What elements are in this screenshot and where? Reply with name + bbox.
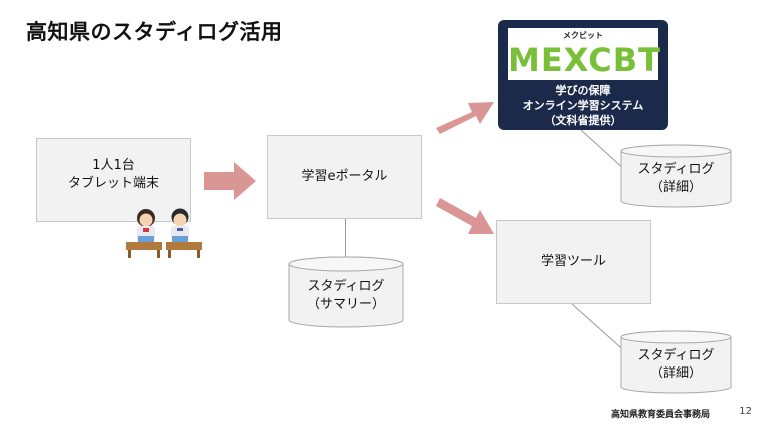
- arrow-up-right-icon: [436, 102, 494, 134]
- detail-db-line1: スタディログ: [637, 162, 715, 177]
- arrow-right-icon: [204, 162, 256, 200]
- tablet-label-line2: タブレット端末: [67, 176, 159, 191]
- portal-box: 学習eポータル: [267, 135, 422, 219]
- connector-line: [571, 303, 629, 355]
- page-number: 12: [739, 406, 752, 417]
- mexcbt-logo: メクビット MEXCBT: [508, 28, 661, 80]
- database-detail-mexcbt: スタディログ （詳細）: [620, 144, 732, 208]
- tablet-label-line1: 1人1台: [92, 158, 135, 173]
- detail-db-line2: （詳細）: [649, 366, 702, 381]
- connector-line: [345, 218, 346, 258]
- tool-box: 学習ツール: [496, 220, 651, 304]
- footer-org: 高知県教育委員会事務局: [610, 410, 710, 420]
- mexcbt-logo-word: MEXCBT: [508, 41, 661, 79]
- database-cylinder-icon: [620, 144, 732, 208]
- mexcbt-logo-kana: メクビット: [563, 31, 603, 40]
- database-cylinder-icon: [620, 330, 732, 394]
- summary-db-line2: （サマリー）: [306, 297, 385, 312]
- mexcbt-box: メクビット MEXCBT 学びの保障 オンライン学習システム （文科省提供）: [498, 20, 668, 130]
- mexcbt-line2: オンライン学習システム: [522, 99, 644, 112]
- summary-db-line1: スタディログ: [307, 279, 385, 294]
- database-summary: スタディログ （サマリー）: [288, 256, 404, 328]
- detail-db-line2: （詳細）: [649, 180, 702, 195]
- connector-line: [580, 129, 626, 171]
- database-cylinder-icon: [288, 256, 404, 328]
- database-detail-tool: スタディログ （詳細）: [620, 330, 732, 394]
- students-illustration: [126, 208, 202, 258]
- mexcbt-line3: （文科省提供）: [544, 114, 622, 127]
- arrow-down-right-icon: [436, 198, 494, 234]
- mexcbt-line1: 学びの保障: [555, 84, 611, 97]
- tool-label: 学習ツール: [540, 254, 606, 269]
- tablet-box: 1人1台 タブレット端末: [36, 138, 191, 222]
- detail-db-line1: スタディログ: [637, 348, 715, 363]
- slide-title: 高知県のスタディログ活用: [26, 20, 283, 44]
- portal-label: 学習eポータル: [301, 169, 388, 184]
